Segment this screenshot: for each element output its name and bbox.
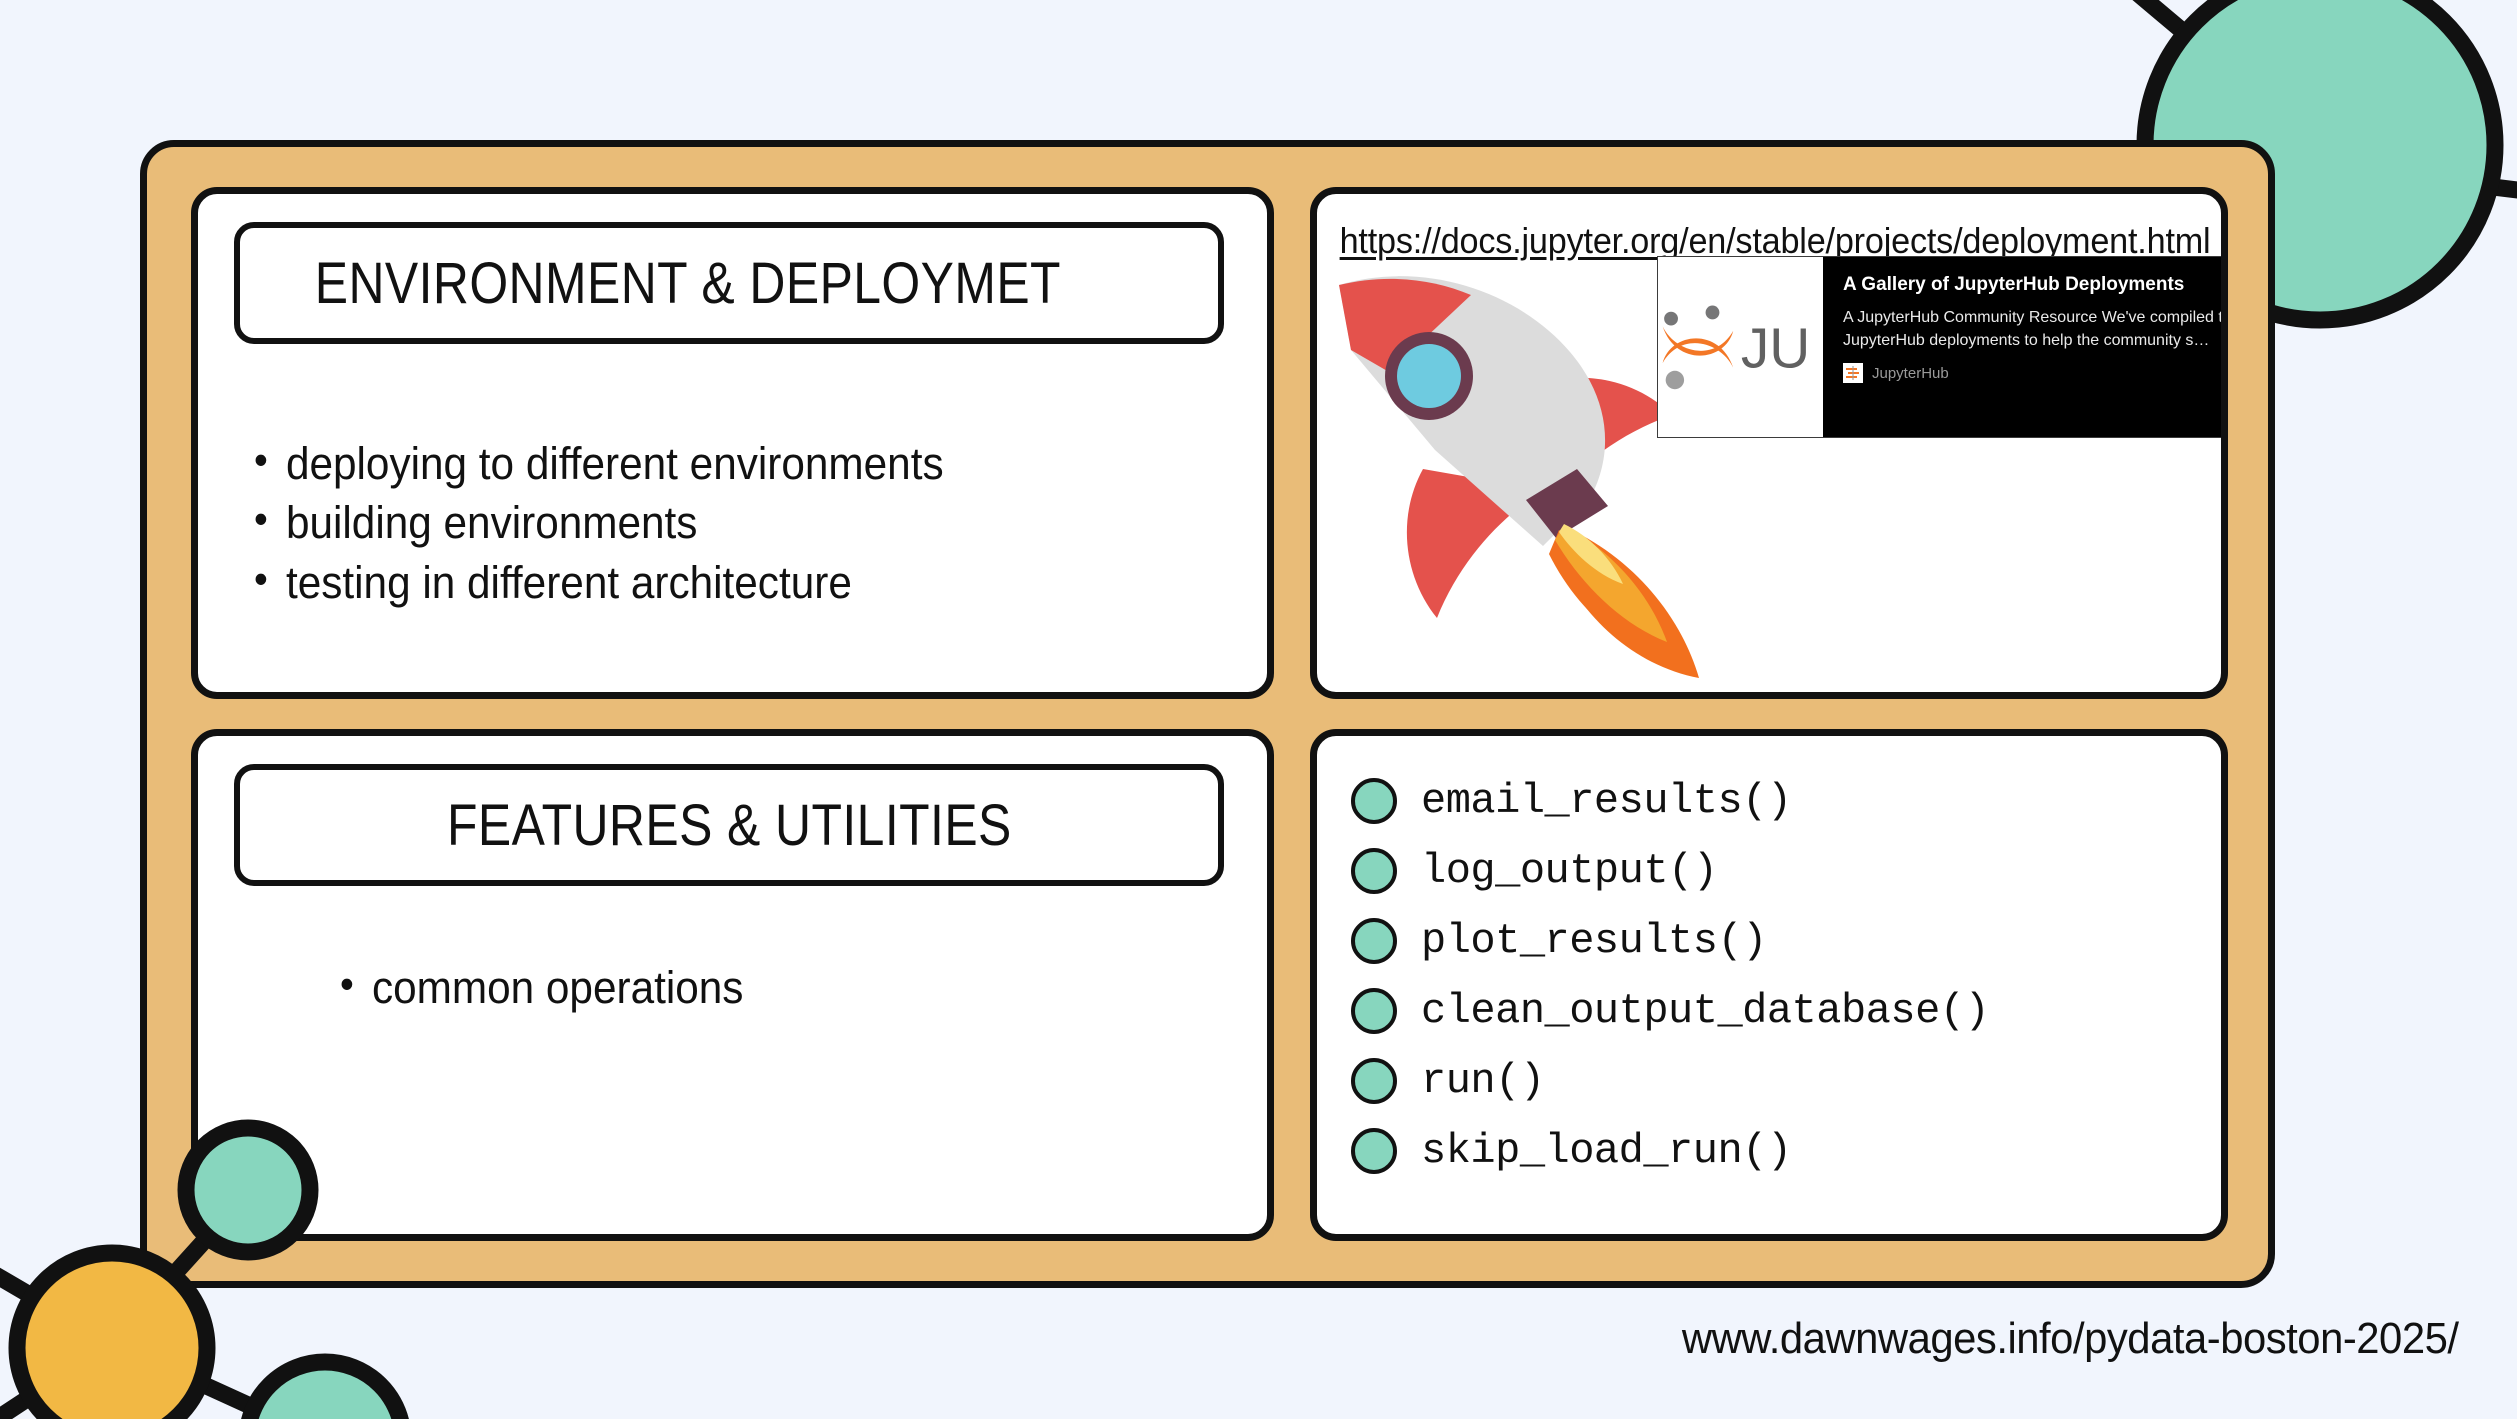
- list-item: skip_load_run(): [1351, 1120, 1989, 1182]
- list-item: email_results(): [1351, 770, 1989, 832]
- function-name: run(): [1421, 1057, 1545, 1105]
- bullet-dot-icon: [1351, 1128, 1397, 1174]
- jupyter-docs-link[interactable]: https://docs.jupyter.org/en/stable/proje…: [1339, 220, 2211, 261]
- bullet-dot-icon: [1351, 848, 1397, 894]
- frame-row-top: ENVIRONMENT & DEPLOYMET deploying to dif…: [191, 187, 2228, 699]
- link-preview-source: JupyterHub: [1843, 363, 2221, 384]
- rocket-icon: [1327, 254, 1747, 692]
- environment-heading-pill: ENVIRONMENT & DEPLOYMET: [234, 222, 1224, 344]
- function-name: log_output(): [1421, 847, 1718, 895]
- features-utilities-card: FEATURES & UTILITIES common operations: [191, 729, 1274, 1241]
- list-item: common operations: [340, 956, 743, 1017]
- functions-card: email_results() log_output() plot_result…: [1310, 729, 2228, 1241]
- list-item: clean_output_database(): [1351, 980, 1990, 1042]
- bullet-dot-icon: [1351, 1058, 1397, 1104]
- list-item: building environments: [254, 491, 944, 552]
- bullet-dot-icon: [1351, 988, 1397, 1034]
- svg-text:JU: JU: [1741, 318, 1810, 381]
- list-item: plot_results(): [1351, 910, 1989, 972]
- features-heading-pill: FEATURES & UTILITIES: [234, 764, 1224, 886]
- list-item: deploying to different environments: [254, 432, 944, 493]
- function-name: clean_output_database(): [1421, 987, 1990, 1035]
- environment-bullet-list: deploying to different environments buil…: [254, 432, 988, 612]
- poster-frame: ENVIRONMENT & DEPLOYMET deploying to dif…: [140, 140, 2275, 1288]
- footer-url: www.dawnwages.info/pydata-boston-2025/: [1682, 1314, 2459, 1363]
- link-preview-title: A Gallery of JupyterHub Deployments: [1843, 274, 2185, 295]
- list-item: testing in different architecture: [254, 551, 944, 612]
- list-item: log_output(): [1351, 840, 1989, 902]
- features-heading-text: FEATURES & UTILITIES: [446, 792, 1012, 858]
- features-bullet-list: common operations: [340, 956, 769, 1017]
- environment-heading-text: ENVIRONMENT & DEPLOYMET: [314, 250, 1061, 316]
- bullet-dot-icon: [1351, 778, 1397, 824]
- link-preview-body: A Gallery of JupyterHub Deployments A Ju…: [1823, 257, 2221, 437]
- bullet-dot-icon: [1351, 918, 1397, 964]
- jupyterhub-favicon: [1843, 363, 1863, 384]
- link-preview-source-label: JupyterHub: [1872, 364, 1949, 382]
- environment-deployment-card: ENVIRONMENT & DEPLOYMET deploying to dif…: [191, 187, 1274, 699]
- deployment-resources-card: https://docs.jupyter.org/en/stable/proje…: [1310, 187, 2228, 699]
- decor-circle-teal-bottom: [241, 1353, 409, 1419]
- list-item: run(): [1351, 1050, 1989, 1112]
- function-name: skip_load_run(): [1421, 1127, 1792, 1175]
- frame-row-bottom: FEATURES & UTILITIES common operations e…: [191, 729, 2228, 1241]
- link-preview-card[interactable]: JU A Gallery of JupyterHub Deployments A…: [1657, 256, 2221, 438]
- function-name: email_results(): [1421, 777, 1792, 825]
- function-name: plot_results(): [1421, 917, 1767, 965]
- jupyter-logo: JU: [1658, 257, 1823, 437]
- link-preview-description: A JupyterHub Community Resource We've co…: [1843, 308, 2221, 349]
- function-list: email_results() log_output() plot_result…: [1351, 770, 1990, 1182]
